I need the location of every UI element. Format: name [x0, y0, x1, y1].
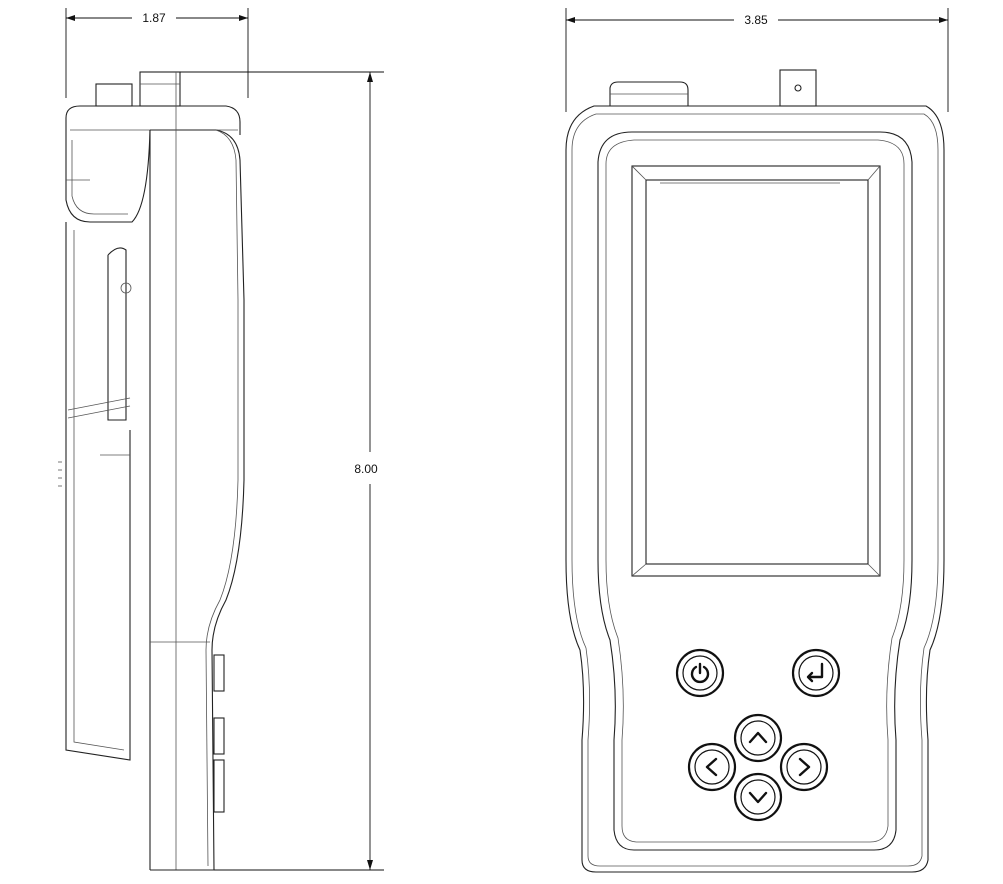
enter-icon	[806, 662, 824, 683]
side-width-dimension: 1.87	[65, 8, 249, 98]
up-button[interactable]	[733, 713, 783, 763]
chevron-left-icon	[705, 757, 718, 777]
enter-button[interactable]	[791, 648, 841, 698]
chevron-down-icon	[748, 791, 768, 804]
height-dimension: 8.00	[180, 71, 384, 871]
left-button[interactable]	[687, 742, 737, 792]
front-width-dimension: 3.85	[565, 8, 949, 112]
power-icon	[690, 662, 710, 684]
side-width-label: 1.87	[142, 11, 166, 25]
chevron-up-icon	[748, 731, 768, 744]
chevron-right-icon	[798, 757, 811, 777]
front-view	[565, 69, 945, 873]
front-width-label: 3.85	[744, 13, 768, 27]
down-button[interactable]	[733, 772, 783, 822]
height-label: 8.00	[354, 462, 378, 476]
side-view	[58, 71, 245, 871]
right-button[interactable]	[779, 742, 829, 792]
power-button[interactable]	[675, 648, 725, 698]
